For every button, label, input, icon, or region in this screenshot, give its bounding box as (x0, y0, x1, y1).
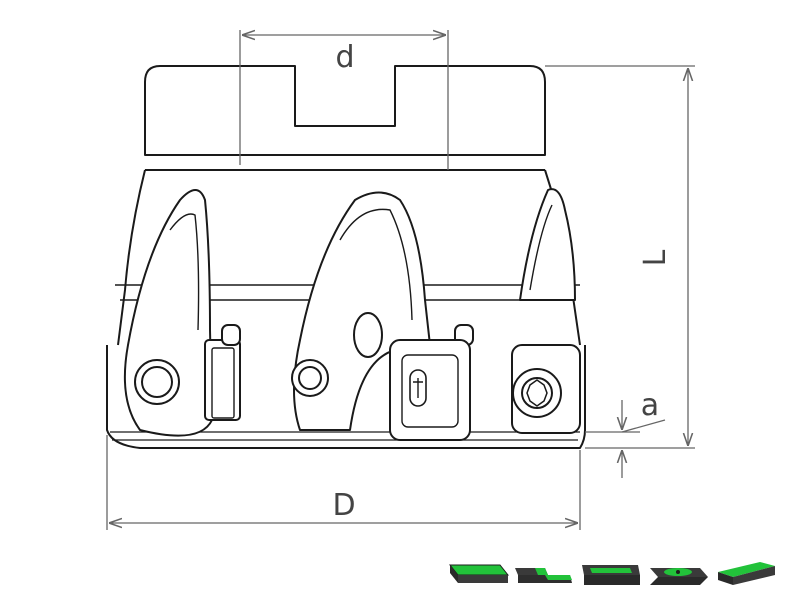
insert-thumbnail-5 (718, 562, 775, 585)
dimension-d (239, 30, 449, 170)
label-d: d (335, 40, 354, 75)
label-a: a (641, 388, 659, 423)
dimension-D (106, 435, 581, 530)
insert-thumbnails (448, 562, 775, 585)
cutter-hub (144, 65, 546, 156)
dimension-L (545, 65, 695, 449)
label-L: L (638, 249, 673, 266)
flutes (123, 188, 576, 437)
flute-center (293, 191, 431, 431)
dimension-a (585, 400, 666, 478)
insert-thumbnail-3 (582, 565, 640, 585)
flute-right (519, 188, 576, 301)
insert-thumbnail-4 (650, 568, 708, 585)
insert-ellipse (353, 312, 383, 358)
insert-thumbnail-1 (448, 564, 510, 583)
inserts (134, 312, 581, 441)
insert-thumbnail-2 (515, 568, 572, 583)
label-D: D (332, 488, 355, 523)
